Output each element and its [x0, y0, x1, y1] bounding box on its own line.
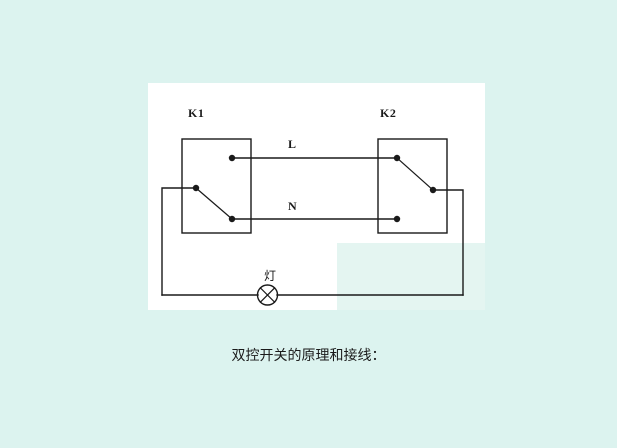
- diagram-white-panel-lower: [148, 243, 337, 310]
- wire-k1-common-lead: [161, 187, 197, 296]
- wire-k2-common-lead: [432, 189, 464, 296]
- diagram-caption: 双控开关的原理和接线：: [231, 349, 386, 364]
- switch-k1-blade: [195, 187, 233, 220]
- switch-k2-box: [377, 138, 448, 234]
- terminal-k2-l: [393, 154, 401, 162]
- diagram-tint-panel: [337, 243, 485, 310]
- switch-k1-box: [181, 138, 252, 234]
- terminal-k1-l: [228, 154, 236, 162]
- switch-k2-blade: [396, 157, 434, 191]
- terminal-k1-common: [192, 184, 200, 192]
- lamp-label: 灯: [264, 269, 277, 283]
- terminal-k1-n: [228, 215, 236, 223]
- terminal-k2-n: [393, 215, 401, 223]
- wire-n-label: N: [288, 199, 298, 213]
- lamp-symbol-circle: [256, 284, 279, 306]
- switch-k2-label: K2: [380, 106, 397, 120]
- terminal-k2-common: [429, 186, 437, 194]
- switch-k1-label: K1: [188, 106, 205, 120]
- wire-l-label: L: [288, 137, 297, 151]
- lamp-symbol-cross-b: [259, 287, 276, 303]
- diagram-white-panel: [148, 83, 485, 243]
